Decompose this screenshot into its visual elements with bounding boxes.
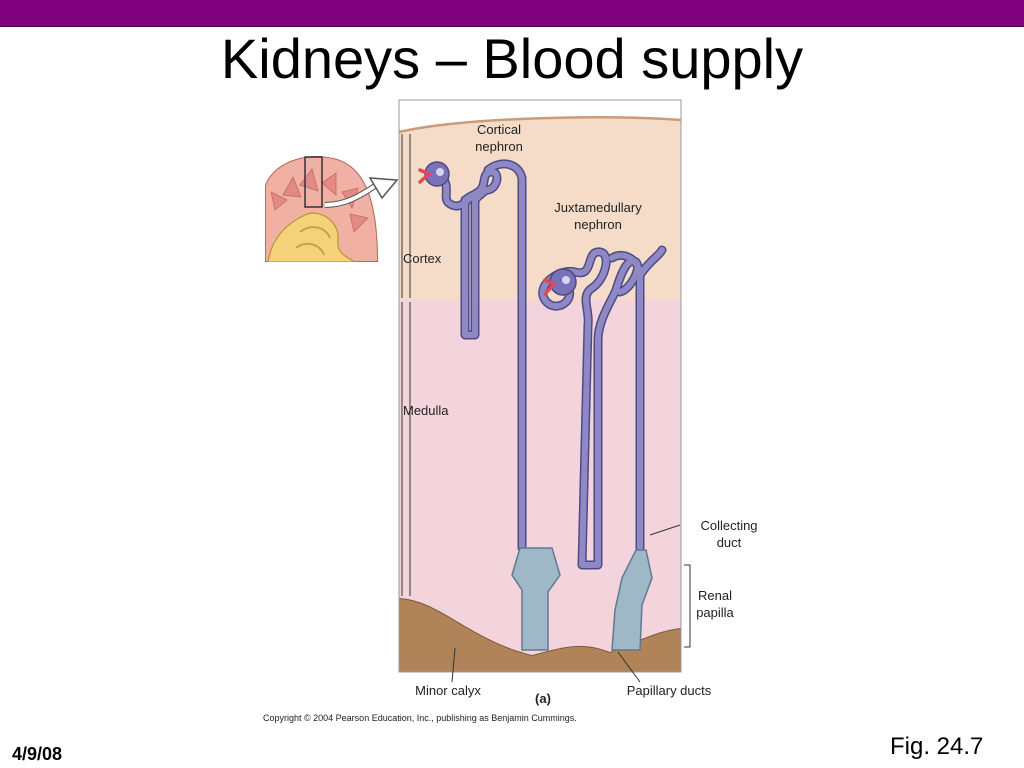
label-collecting-duct-line2: duct — [717, 535, 742, 550]
label-medulla: Medulla — [403, 403, 449, 418]
nephron-panel — [399, 100, 681, 672]
label-cortical-line2: nephron — [475, 139, 523, 154]
label-juxtamedullary-line2: nephron — [574, 217, 622, 232]
figure-labels: Cortical nephron Juxtamedullary nephron … — [403, 122, 758, 706]
figure-reference: Fig. 24.7 — [890, 733, 984, 760]
slide-date: 4/9/08 — [12, 744, 63, 764]
label-panel-a: (a) — [535, 691, 551, 706]
label-renal-papilla-line1: Renal — [698, 588, 732, 603]
juxtamedullary-nephron — [538, 245, 667, 570]
papillary-ducts — [511, 547, 653, 651]
label-minor-calyx: Minor calyx — [415, 683, 481, 698]
label-cortical-line1: Cortical — [477, 122, 521, 137]
cortical-nephron — [418, 159, 527, 553]
label-juxtamedullary-line1: Juxtamedullary — [554, 200, 642, 215]
slide-title: Kidneys – Blood supply — [220, 27, 804, 90]
label-papillary-ducts: Papillary ducts — [627, 683, 712, 698]
top-accent-bar — [0, 0, 1024, 27]
label-cortex: Cortex — [403, 251, 442, 266]
label-renal-papilla-line2: papilla — [696, 605, 734, 620]
label-leaders — [401, 134, 691, 683]
kidney-cross-section-inset — [265, 156, 399, 262]
label-collecting-duct-line1: Collecting — [700, 518, 757, 533]
copyright-notice: Copyright © 2004 Pearson Education, Inc.… — [263, 713, 577, 723]
